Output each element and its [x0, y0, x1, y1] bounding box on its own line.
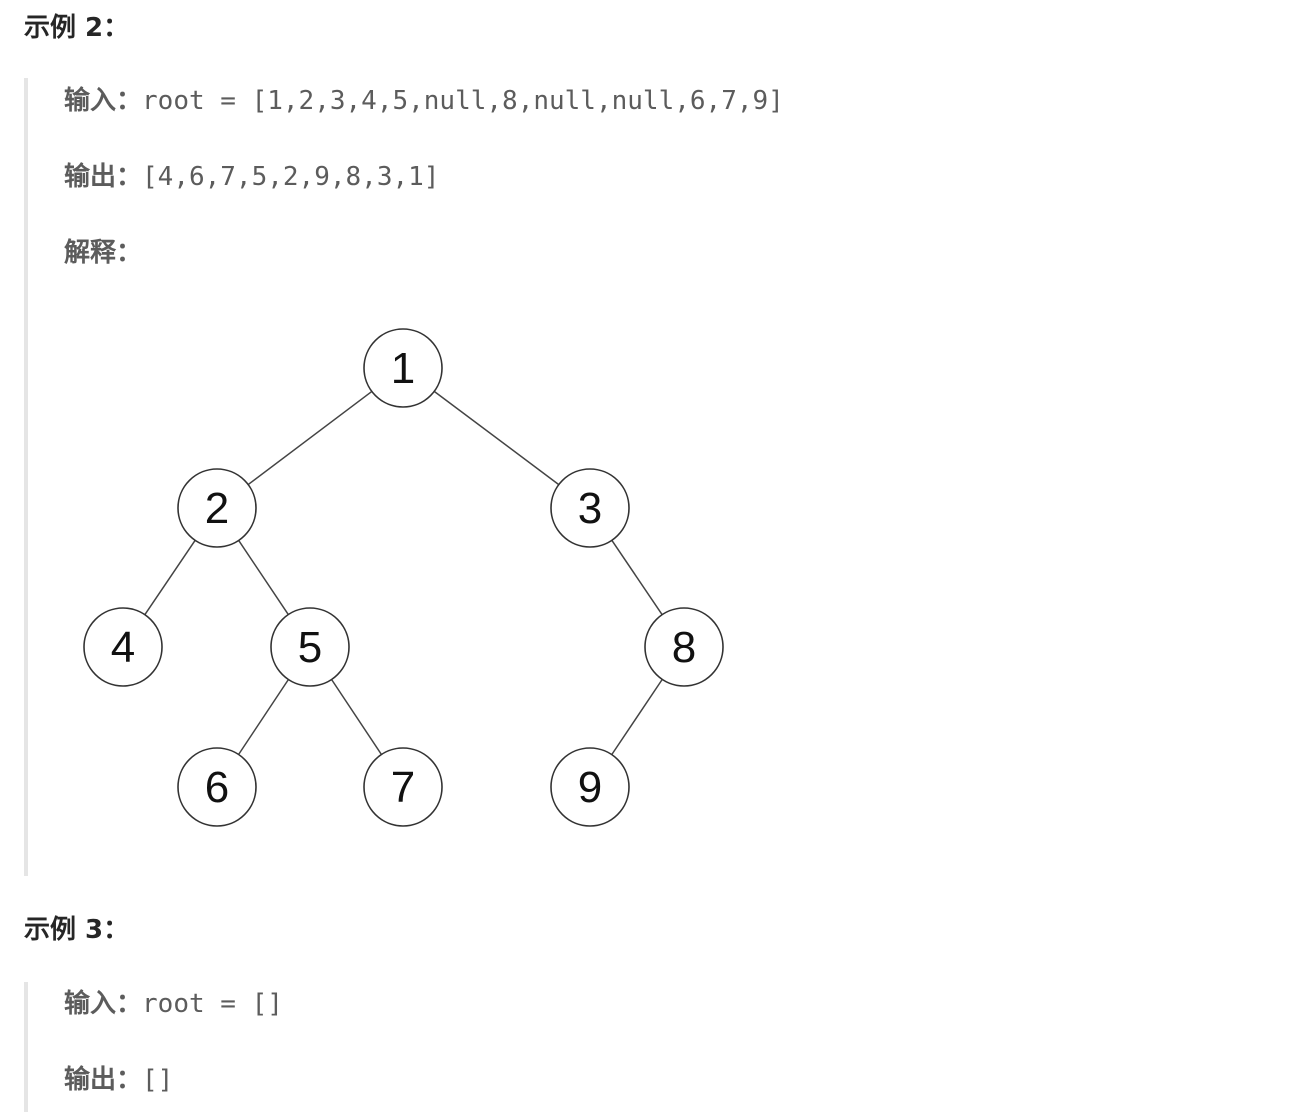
example-3-heading: 示例 3：	[24, 915, 130, 945]
example-2-output-line: 输出：[4,6,7,5,2,9,8,3,1]	[64, 160, 439, 194]
tree-node-label: 6	[205, 763, 229, 812]
tree-node-label: 9	[578, 763, 602, 812]
tree-node-label: 8	[672, 623, 696, 672]
tree-edge-n8-n9	[611, 678, 663, 756]
tree-edge-n3-n8	[611, 539, 663, 616]
example-2-heading: 示例 2：	[24, 13, 130, 43]
input-label: 输入：	[64, 989, 143, 1019]
tree-node-label: 2	[205, 484, 229, 533]
tree-node-label: 3	[578, 484, 602, 533]
tree-edge-n2-n4	[144, 539, 196, 616]
output-label: 输出：	[64, 1065, 143, 1095]
tree-edge-n1-n3	[433, 390, 560, 486]
tree-node-circle	[270, 607, 350, 687]
tree-node-label: 1	[391, 344, 415, 393]
output-value: []	[142, 1065, 174, 1095]
tree-node-circle	[177, 468, 257, 548]
tree-node-3: 3	[550, 468, 630, 548]
example-3-block: 输入：root = [] 输出：[]	[24, 982, 1316, 1112]
tree-node-label: 7	[391, 763, 415, 812]
tree-node-circle	[550, 468, 630, 548]
tree-node-1: 1	[363, 328, 443, 408]
tree-node-circle	[550, 747, 630, 827]
tree-node-circle	[177, 747, 257, 827]
tree-node-circle	[363, 328, 443, 408]
tree-node-9: 9	[550, 747, 630, 827]
input-label: 输入：	[64, 86, 143, 116]
tree-edge-n5-n7	[330, 679, 383, 755]
input-value: root = []	[142, 989, 283, 1019]
tree-node-2: 2	[177, 468, 257, 548]
example-3-input-line: 输入：root = []	[64, 987, 283, 1021]
tree-node-circle	[83, 607, 163, 687]
example-2-explanation-line: 解释：	[64, 236, 142, 270]
tree-node-8: 8	[644, 607, 724, 687]
tree-node-7: 7	[363, 747, 443, 827]
explanation-label: 解释：	[64, 238, 143, 268]
tree-node-circle	[644, 607, 724, 687]
example-2-block: 输入：root = [1,2,3,4,5,null,8,null,null,6,…	[24, 78, 1316, 876]
tree-node-label: 4	[111, 623, 135, 672]
tree-node-4: 4	[83, 607, 163, 687]
tree-node-circle	[363, 747, 443, 827]
tree-node-label: 5	[298, 623, 322, 672]
tree-edge-n1-n2	[247, 390, 373, 486]
tree-node-5: 5	[270, 607, 350, 687]
input-value: root = [1,2,3,4,5,null,8,null,null,6,7,9…	[142, 86, 784, 116]
example-2-input-line: 输入：root = [1,2,3,4,5,null,8,null,null,6,…	[64, 84, 784, 118]
example-3-output-line: 输出：[]	[64, 1063, 173, 1097]
output-label: 输出：	[64, 162, 143, 192]
output-value: [4,6,7,5,2,9,8,3,1]	[142, 162, 440, 192]
tree-edge-n5-n6	[237, 679, 290, 755]
tree-node-6: 6	[177, 747, 257, 827]
binary-tree-diagram: 1 2 3 4 5 8 6 7 9	[83, 328, 724, 827]
tree-edge-n2-n5	[238, 539, 289, 616]
